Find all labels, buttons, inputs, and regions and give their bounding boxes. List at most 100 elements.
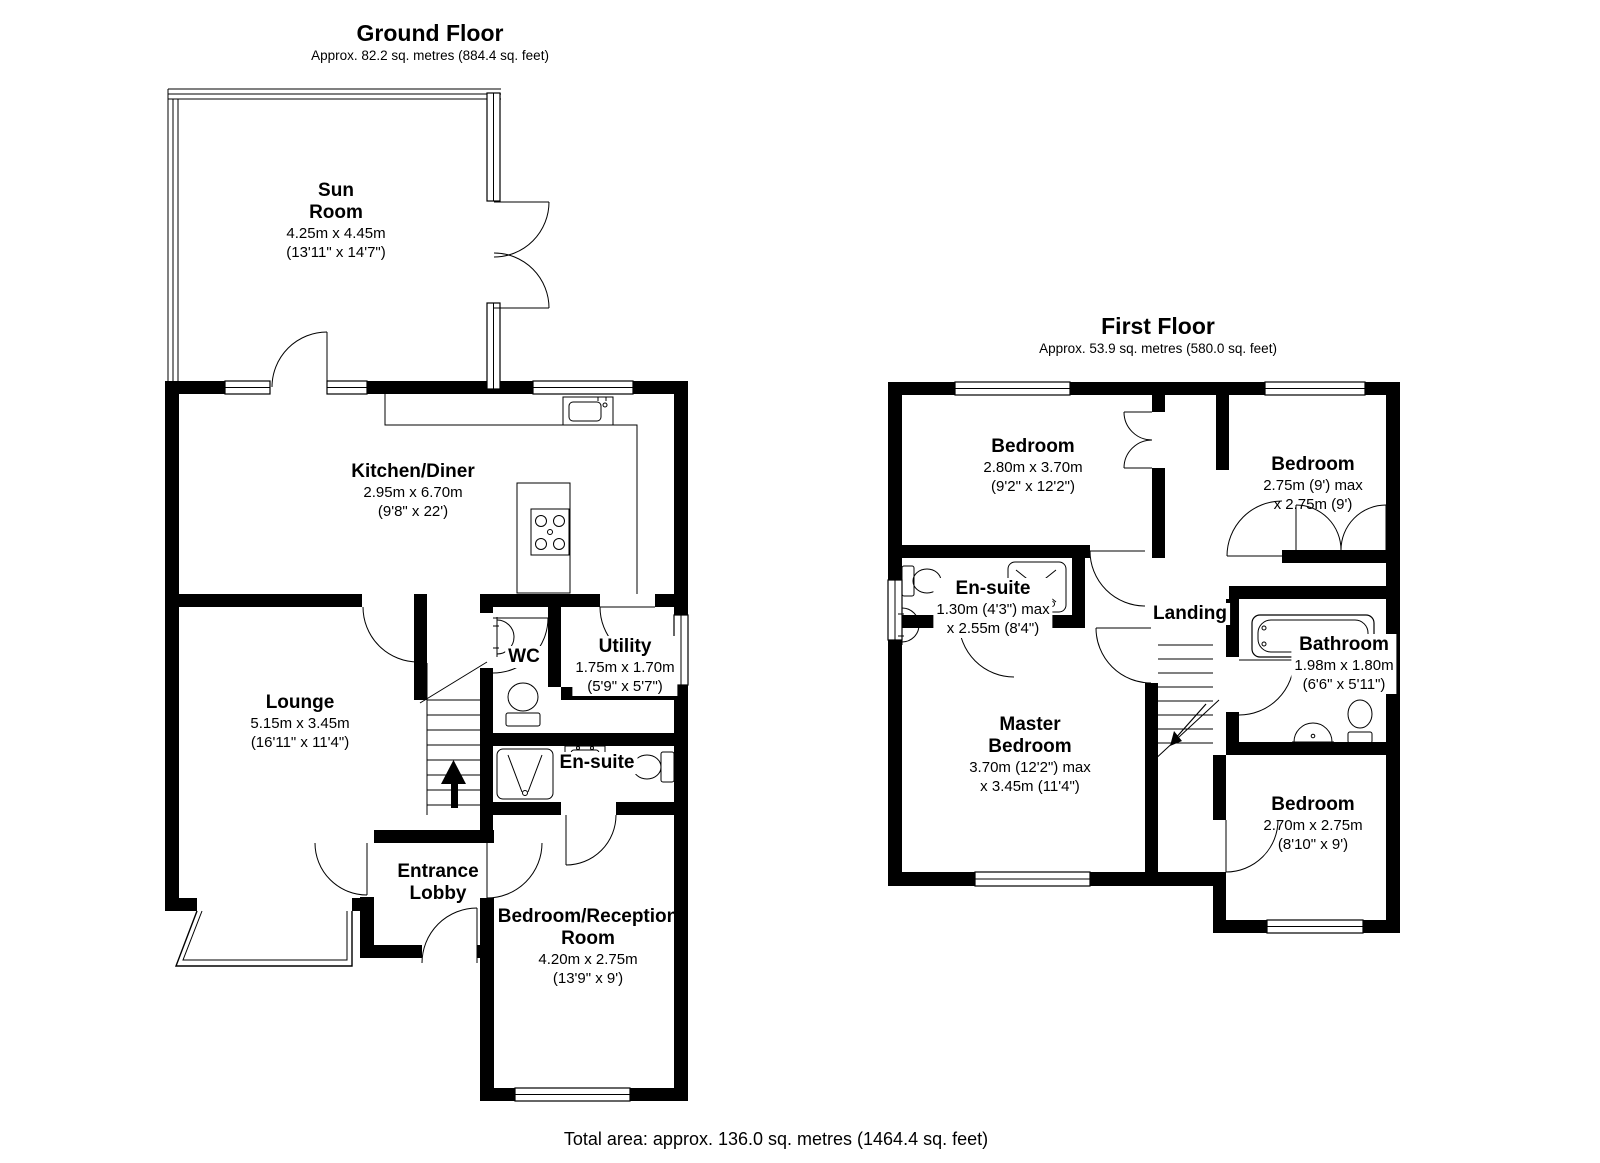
room-name: Bedroom	[1271, 794, 1355, 815]
room-label-landing: Landing	[1150, 603, 1230, 625]
gf-door-arcs	[271, 201, 656, 964]
room-dimensions: 3.70m (12'2") max	[969, 759, 1091, 776]
room-dimensions: 2.75m (9') max	[1263, 477, 1363, 494]
room-label-bathroom: Bathroom 1.98m x 1.80m (6'6" x 5'11")	[1291, 634, 1397, 694]
window	[224, 380, 271, 395]
room-name: Bedroom	[1271, 454, 1355, 475]
bay-window	[174, 910, 353, 967]
room-label-sun-room: Sun Room 4.25m x 4.45m (13'11" x 14'7")	[286, 180, 386, 262]
sun-room-window	[486, 302, 501, 390]
door-arc	[271, 331, 328, 388]
room-name: Kitchen/Diner	[351, 461, 475, 482]
room-dimensions: x 2.55m (8'4")	[946, 620, 1040, 637]
door-arc	[493, 252, 550, 309]
window	[954, 381, 1071, 396]
room-name: WC	[508, 646, 540, 667]
room-dimensions: (5'9" x 5'7")	[587, 678, 663, 695]
door-arc	[486, 842, 543, 899]
wardrobe-door-arc	[1340, 504, 1387, 551]
wc-sink-icon	[493, 617, 515, 657]
ground-floor-header: Ground Floor Approx. 82.2 sq. metres (88…	[311, 20, 549, 64]
room-label-wc: WC	[505, 646, 543, 668]
window	[974, 871, 1091, 887]
first-floor-plan	[887, 381, 1400, 934]
door-arc	[314, 842, 368, 896]
window	[514, 1087, 631, 1102]
room-name: Landing	[1153, 603, 1227, 624]
wardrobe-door-arc	[1295, 504, 1342, 551]
ff-windows	[887, 381, 1366, 934]
door-arc	[1238, 659, 1295, 716]
ff-stairs	[1151, 644, 1220, 763]
stairs-down-arrow	[1170, 703, 1207, 746]
room-label-utility: Utility 1.75m x 1.70m (5'9" x 5'7")	[572, 636, 678, 696]
cupboard-door-arc	[1123, 439, 1153, 469]
window	[532, 380, 634, 395]
gf-fixtures	[384, 394, 675, 800]
door-arc	[1095, 627, 1152, 684]
window	[326, 380, 368, 395]
room-name: Bedroom	[991, 436, 1075, 457]
room-name: En-suite	[559, 752, 635, 773]
room-dimensions: 2.70m x 2.75m	[1263, 817, 1363, 834]
ff-walls	[888, 382, 1400, 933]
room-dimensions: x 2.75m (9')	[1273, 496, 1353, 513]
shower-icon-gf	[496, 748, 554, 800]
room-dimensions: x 3.45m (11'4")	[980, 778, 1080, 795]
room-name: Entrance	[397, 861, 479, 882]
room-label-kitchen-diner: Kitchen/Diner 2.95m x 6.70m (9'8" x 22')	[351, 461, 475, 521]
wc-toilet-icon	[505, 682, 541, 727]
room-name: Bedroom/Reception	[497, 906, 679, 927]
gf-stairs	[419, 661, 488, 815]
room-name: Sun	[318, 180, 354, 201]
room-dimensions: 1.98m x 1.80m	[1294, 657, 1394, 674]
bathroom-sink-icon	[1292, 722, 1334, 743]
room-dimensions: 2.95m x 6.70m	[363, 484, 463, 501]
room-label-lounge: Lounge 5.15m x 3.45m (16'11" x 11'4")	[250, 692, 349, 752]
ground-floor-title: Ground Floor	[356, 20, 504, 46]
room-label-master-bedroom: Master Bedroom 3.70m (12'2") max x 3.45m…	[969, 714, 1091, 796]
room-dimensions: (8'10" x 9')	[1277, 836, 1349, 853]
room-label-bedroom-reception: Bedroom/Reception Room 4.20m x 2.75m (13…	[498, 906, 679, 988]
door-arc	[1089, 550, 1146, 607]
sun-room-window	[486, 92, 501, 202]
room-dimensions: (9'8" x 22')	[377, 503, 449, 520]
room-dimensions: 1.30m (4'3") max	[936, 601, 1050, 618]
room-label-en-suite-ff: En-suite 1.30m (4'3") max x 2.55m (8'4")	[933, 578, 1053, 638]
gf-walls	[165, 381, 688, 1101]
kitchen-counter	[384, 394, 638, 594]
room-name: Lounge	[265, 692, 335, 713]
door-arc	[565, 814, 617, 866]
window	[1266, 919, 1364, 934]
gf-windows	[224, 92, 689, 1102]
door-arc	[493, 201, 550, 258]
first-floor-header: First Floor Approx. 53.9 sq. metres (580…	[1039, 313, 1277, 357]
room-dimensions: 5.15m x 3.45m	[250, 715, 350, 732]
room-label-entrance-lobby: Entrance Lobby	[397, 861, 478, 905]
door-arc	[362, 606, 419, 663]
room-dimensions: (16'11" x 11'4")	[250, 734, 350, 751]
room-dimensions: 4.20m x 2.75m	[538, 951, 638, 968]
door-arc	[1226, 500, 1283, 557]
stairs-up-arrow	[441, 760, 466, 808]
room-label-bedroom-bottom-right: Bedroom 2.70m x 2.75m (8'10" x 9')	[1263, 794, 1362, 854]
room-label-bedroom-top-left: Bedroom 2.80m x 3.70m (9'2" x 12'2")	[983, 436, 1082, 496]
first-floor-title: First Floor	[1101, 313, 1215, 339]
room-dimensions: (6'6" x 5'11")	[1302, 676, 1386, 693]
window	[1264, 381, 1366, 396]
sink-icon-ff	[898, 605, 920, 645]
room-dimensions: 4.25m x 4.45m	[286, 225, 386, 242]
room-name: Utility	[598, 636, 652, 657]
bathroom-toilet-icon	[1347, 699, 1373, 744]
kitchen-sink-icon	[562, 396, 614, 426]
room-label-en-suite-gf: En-suite	[556, 752, 638, 774]
room-name: En-suite	[955, 578, 1031, 599]
room-name: Bedroom	[988, 736, 1072, 757]
room-name: Master	[999, 714, 1061, 735]
ground-floor-subtitle: Approx. 82.2 sq. metres (884.4 sq. feet)	[311, 48, 549, 63]
hob-icon	[516, 482, 571, 594]
room-dimensions: (13'11" x 14'7")	[286, 244, 386, 261]
room-name: Room	[309, 202, 363, 223]
